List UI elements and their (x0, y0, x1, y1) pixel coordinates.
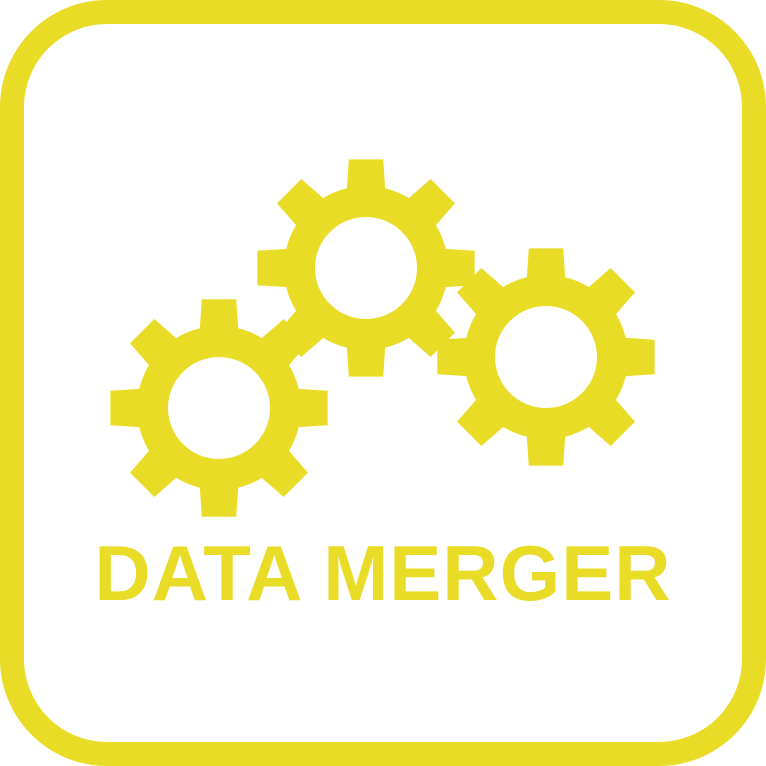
gear-icon-left (110, 299, 328, 517)
gear-icon-right (437, 248, 655, 466)
gear-icon-top (257, 159, 475, 377)
app-title: DATA MERGER (94, 529, 672, 617)
